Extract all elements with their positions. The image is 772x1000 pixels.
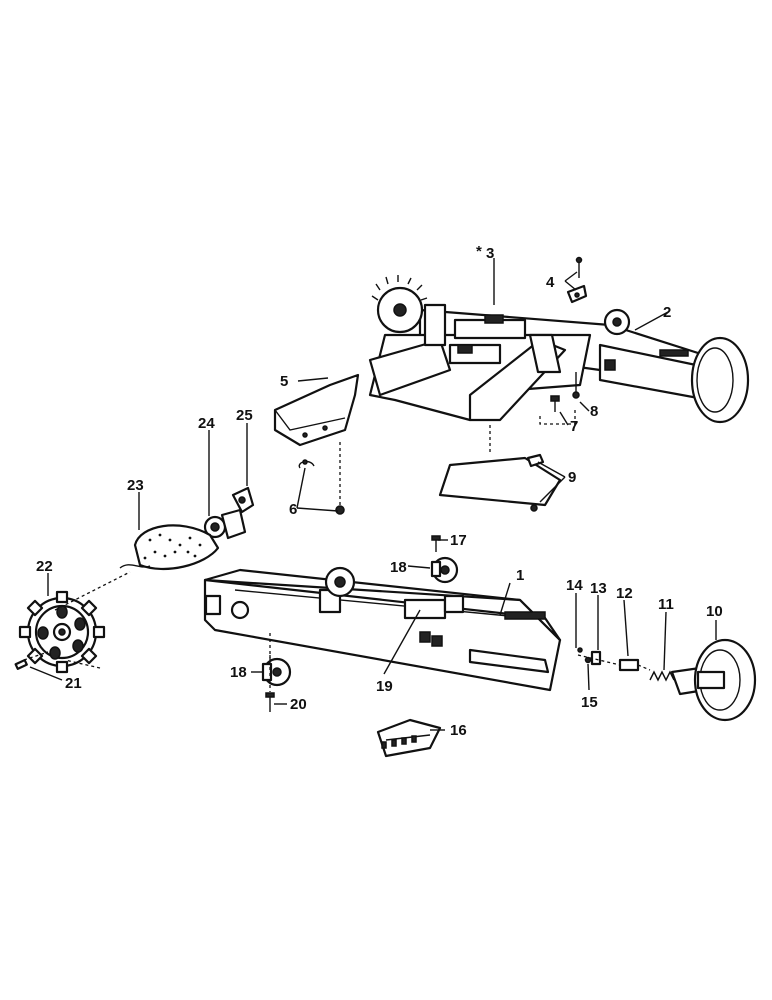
cover-plate-part-9 <box>438 453 562 512</box>
callout-19: 19 <box>376 678 393 695</box>
callout-1: 1 <box>516 567 524 584</box>
screw-clip-part-4 <box>566 256 588 304</box>
hardware-part-6 <box>298 440 345 515</box>
callout-14: 14 <box>566 577 583 594</box>
assembly-lines <box>23 425 651 692</box>
lower-frame-part-1 <box>203 566 562 692</box>
callout-20: 20 <box>290 696 307 713</box>
roller-bracket-part-24-25 <box>203 486 255 540</box>
callout-18-lower: 18 <box>230 664 247 681</box>
bolt-part-17 <box>431 535 441 552</box>
bolts-part-7-8 <box>539 372 580 425</box>
callout-23: 23 <box>127 477 144 494</box>
callout-13: 13 <box>590 580 607 597</box>
guard-part-5 <box>273 373 360 447</box>
hub-part-23 <box>119 524 220 571</box>
sprocket-part-22 <box>18 590 106 674</box>
callout-labels: * 3 4 2 5 8 7 24 25 9 23 6 17 18 22 1 14… <box>36 243 723 739</box>
callout-12: 12 <box>616 585 633 602</box>
idler-wheel-part-10 <box>693 638 757 722</box>
callout-10: 10 <box>706 603 723 620</box>
callout-3: 3 <box>486 245 494 262</box>
bolt-part-20 <box>265 692 275 712</box>
roller-part-18-upper <box>430 556 459 584</box>
callout-24: 24 <box>198 415 215 432</box>
roller-part-18-lower <box>261 630 292 687</box>
callout-5: 5 <box>280 373 288 390</box>
callout-8: 8 <box>590 403 598 420</box>
callout-4: 4 <box>546 274 555 291</box>
callout-3-mark: * <box>476 243 482 260</box>
callout-15: 15 <box>581 694 598 711</box>
callout-6: 6 <box>289 501 297 518</box>
callout-17: 17 <box>450 532 467 549</box>
upper-frame-assembly <box>368 275 750 424</box>
hardware-part-12-15 <box>577 647 640 672</box>
callout-18-upper: 18 <box>390 559 407 576</box>
callout-2: 2 <box>663 304 671 321</box>
callout-7: 7 <box>570 418 578 435</box>
track-shoe-part-16 <box>376 718 442 758</box>
leader-lines <box>29 258 717 731</box>
callout-11: 11 <box>658 596 674 613</box>
callout-21: 21 <box>65 675 82 692</box>
callout-16: 16 <box>450 722 467 739</box>
pin-part-21 <box>14 658 28 670</box>
callout-22: 22 <box>36 558 53 575</box>
callout-9: 9 <box>568 469 576 486</box>
callout-25: 25 <box>236 407 253 424</box>
